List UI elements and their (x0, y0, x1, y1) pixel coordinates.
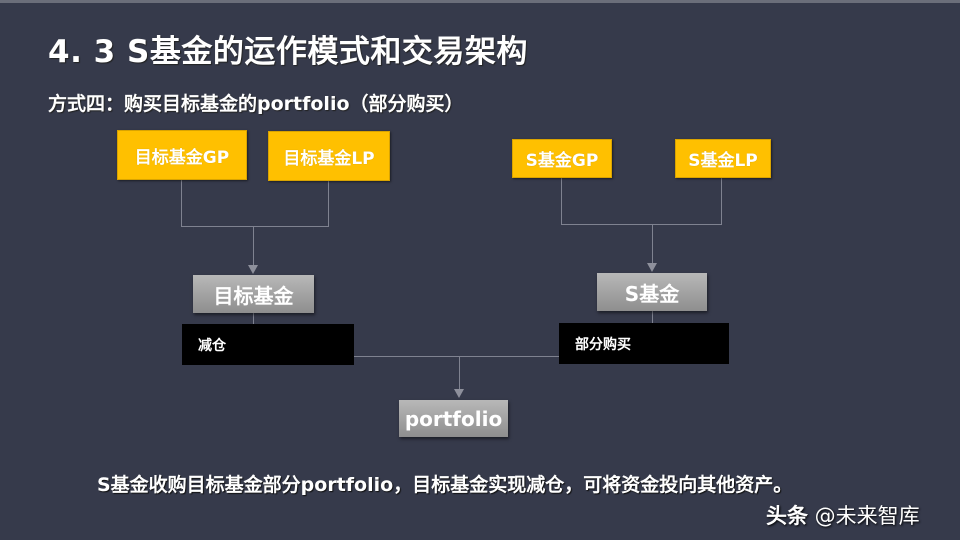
connector-right-trunk (652, 224, 653, 264)
connector-right-horizontal (561, 224, 722, 225)
connector-target-lp-down (328, 180, 329, 227)
watermark-brand: 头条 (766, 504, 808, 528)
node-target-lp: 目标基金LP (268, 131, 390, 181)
node-s-lp: S基金LP (675, 139, 771, 178)
slide-title: 4. 3 S基金的运作模式和交易架构 (48, 34, 528, 70)
node-s-fund: S基金 (597, 273, 707, 311)
connector-portfolio-trunk (459, 356, 460, 390)
watermark: 头条 @未来智库 (766, 500, 920, 530)
slide-subtitle: 方式四：购买目标基金的portfolio（部分购买） (48, 93, 464, 115)
connector-s-gp-down (561, 176, 562, 225)
connector-left-horizontal (181, 226, 329, 227)
arrow-to-s-fund (647, 263, 657, 272)
connector-s-lp-down (721, 176, 722, 225)
node-s-gp: S基金GP (512, 139, 612, 178)
connector-s-fund-to-partial (652, 310, 653, 323)
connector-target-gp-down (181, 178, 182, 227)
slide-caption: S基金收购目标基金部分portfolio，目标基金实现减仓，可将资金投向其他资产… (97, 474, 793, 496)
watermark-handle: @未来智库 (808, 504, 920, 528)
node-target-gp: 目标基金GP (117, 130, 247, 180)
connector-left-trunk (253, 226, 254, 266)
connector-bottom-horizontal (354, 356, 559, 357)
top-border (0, 0, 960, 3)
label-partial-buy: 部分购买 (559, 323, 729, 364)
node-target-fund: 目标基金 (193, 275, 314, 313)
label-reduce: 减仓 (182, 324, 354, 365)
arrow-to-target-fund (248, 265, 258, 274)
connector-target-fund-to-reduce (253, 312, 254, 324)
arrow-to-portfolio (454, 389, 464, 398)
node-portfolio: portfolio (399, 400, 508, 437)
